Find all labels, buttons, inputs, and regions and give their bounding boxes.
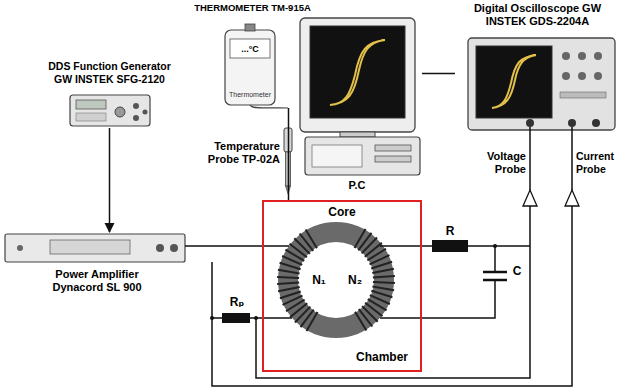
capacitor-symbol — [483, 272, 507, 280]
node-text: Core — [282, 205, 402, 219]
toroidal-core — [277, 229, 395, 331]
node-text: Power Amplifier Dynacord SL 900 — [42, 268, 152, 294]
coil-winding — [365, 243, 382, 257]
part-label: Rₚ — [222, 295, 252, 309]
core-box: CoreN₁ N₂ — [282, 202, 402, 348]
pc-box: P.C — [292, 15, 422, 200]
personal-computer — [300, 18, 420, 175]
digital-oscilloscope — [468, 38, 615, 130]
coil-winding — [372, 269, 394, 273]
coil-winding — [373, 276, 395, 278]
junction-dot — [210, 316, 214, 320]
coil-winding — [277, 277, 299, 278]
coil-winding — [300, 234, 314, 251]
coil-winding — [300, 310, 313, 328]
resistor-symbol — [432, 240, 468, 252]
connector — [288, 108, 290, 200]
chamber-box: CoreN₁ N₂ Chamber — [262, 200, 422, 372]
coil-winding — [307, 312, 318, 331]
coil-winding — [362, 306, 378, 322]
coil-winding — [277, 283, 299, 285]
probe-symbol — [523, 190, 579, 206]
coil-winding — [358, 233, 371, 251]
thermometer-box: THERMOMETER TM-915A ...°C Thermometer — [190, 2, 315, 108]
part-label: Voltage Probe — [466, 150, 526, 176]
coil-winding — [372, 286, 394, 290]
coil-winding — [285, 250, 304, 261]
coil-winding — [355, 312, 366, 331]
connector — [422, 73, 455, 75]
node-text: N₂ — [344, 273, 366, 287]
oscilloscope-box: Digital Oscilloscope GW INSTEK GDS-2204A — [455, 2, 620, 132]
coil-winding — [362, 238, 377, 254]
node-text: P.C — [327, 179, 387, 192]
wires — [185, 127, 572, 386]
part-label: R — [440, 224, 460, 238]
coil-winding — [355, 229, 366, 248]
coil-winding — [280, 291, 301, 298]
coil-winding — [295, 307, 310, 323]
connector — [109, 128, 111, 232]
coil-winding — [373, 282, 395, 283]
node-text: DDS Function Generator GW INSTEK SFG-212… — [42, 60, 177, 85]
part-label: Current Probe — [576, 150, 623, 175]
power-amplifier — [5, 234, 185, 262]
coil-winding — [365, 303, 382, 317]
coil-winding — [278, 287, 300, 291]
resistor-symbol — [222, 313, 250, 323]
junction-dot — [493, 244, 497, 248]
node-text: Chamber — [344, 350, 420, 364]
coil-winding — [306, 229, 317, 248]
coil-winding — [290, 303, 307, 317]
node-text: N₁ — [308, 273, 330, 287]
junction-dot — [254, 316, 258, 320]
function-generator — [70, 95, 150, 126]
coil-winding — [371, 262, 392, 269]
coil-winding — [294, 238, 310, 254]
coil-winding — [368, 299, 387, 310]
coil-winding — [359, 309, 373, 326]
node-text: Thermometer — [223, 91, 277, 99]
function-generator-box: DDS Function Generator GW INSTEK SFG-212… — [42, 60, 177, 128]
coil-winding — [290, 244, 307, 258]
node-text: Digital Oscilloscope GW INSTEK GDS-2204A — [465, 2, 610, 28]
coil-winding — [278, 270, 300, 274]
part-label: C — [510, 264, 524, 278]
node-text: THERMOMETER TM-915A — [190, 2, 315, 13]
amplifier-box: Power Amplifier Dynacord SL 900 — [5, 232, 190, 298]
node-text: ...°C — [230, 44, 270, 55]
part-label: Temperature Probe TP-02A — [190, 140, 280, 166]
